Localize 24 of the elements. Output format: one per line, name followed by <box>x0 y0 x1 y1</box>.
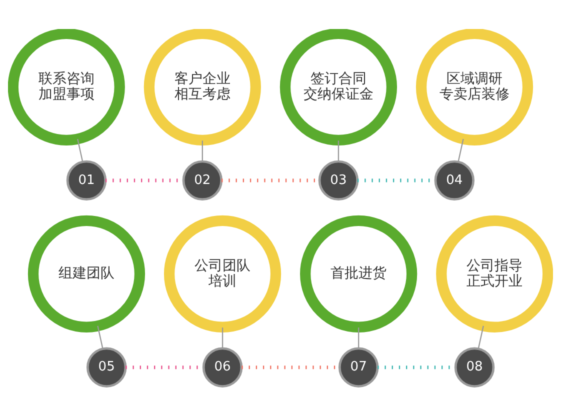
connector <box>222 327 224 348</box>
node-circle: 04 <box>434 160 475 200</box>
node-circle: 01 <box>66 160 107 200</box>
connector <box>77 138 84 162</box>
node-circle: 08 <box>454 346 495 387</box>
node-circle: 07 <box>338 346 379 387</box>
connector <box>338 140 340 161</box>
node-circle: 联系咨询加盟事项 <box>8 28 125 146</box>
node-circle: 客户企业相互考虑 <box>144 28 261 146</box>
node-circle: 首批进货 <box>300 214 418 332</box>
node-circle: 区域调研专卖店装修 <box>416 28 534 146</box>
connector <box>458 138 464 162</box>
node-circle: 公司指导正式开业 <box>436 214 553 332</box>
node-circle: 03 <box>318 160 359 200</box>
node-circle: 06 <box>202 346 243 387</box>
connector <box>97 325 104 348</box>
node-circle: 签订合同交纳保证金 <box>280 28 398 146</box>
node-circle: 公司团队培训 <box>164 214 282 332</box>
connector <box>358 327 360 348</box>
node-circle: 05 <box>86 346 127 387</box>
connector <box>202 140 204 161</box>
node-circle: 组建团队 <box>28 214 146 332</box>
connector <box>478 325 484 348</box>
node-circle: 02 <box>182 160 223 200</box>
